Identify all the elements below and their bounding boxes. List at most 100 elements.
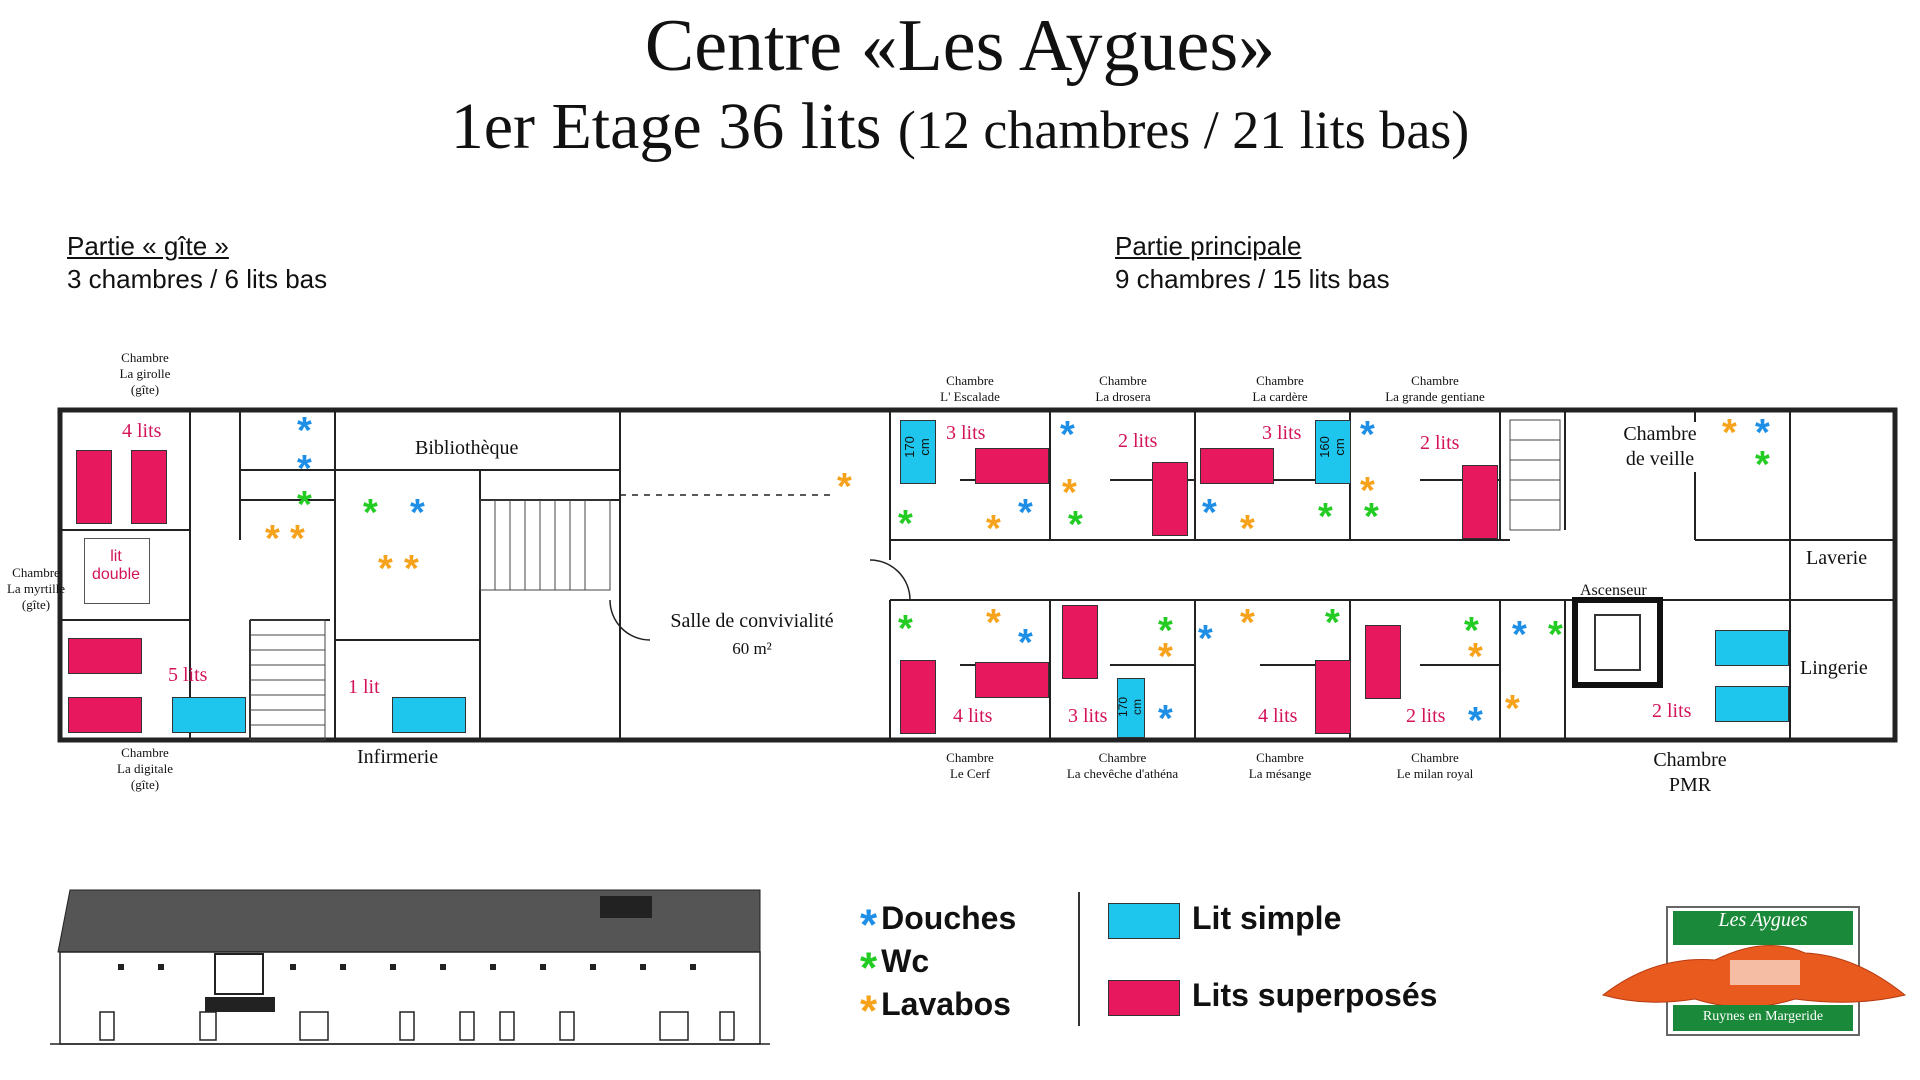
bed-simple-icon <box>1715 686 1789 722</box>
space-lingerie: Lingerie <box>1800 657 1868 679</box>
room-veille-label: Chambre de veille <box>1600 422 1720 472</box>
space-laverie: Laverie <box>1806 547 1868 569</box>
bunk-bed-icon <box>975 448 1049 484</box>
room-cerf-line2: Le Cerf <box>949 766 991 781</box>
bunk-bed-icon <box>1062 605 1098 679</box>
room-digitale-line2: La digitale <box>117 761 173 776</box>
asterisk-icon: * <box>265 518 280 560</box>
room-girolle-line1: Chambre <box>121 350 169 365</box>
bunk-bed-icon <box>900 660 936 734</box>
legend-wc: * Wc <box>860 943 929 993</box>
room-gentiane-line2: La grande gentiane <box>1385 389 1485 404</box>
asterisk-icon: * <box>297 484 312 526</box>
asterisk-icon: * <box>898 503 913 545</box>
asterisk-icon: * <box>1364 496 1379 538</box>
room-escalade-line1: Chambre <box>946 373 994 388</box>
asterisk-icon: * <box>898 608 913 650</box>
room-gentiane-label: Chambre La grande gentiane <box>1375 373 1495 405</box>
logo <box>1601 906 1907 1036</box>
bunk-bed-icon <box>1365 625 1401 699</box>
asterisk-icon: * <box>1198 618 1213 660</box>
room-veille-line2: de veille <box>1625 448 1695 470</box>
room-drosera-label: Chambre La drosera <box>1083 373 1163 405</box>
asterisk-icon: * <box>1158 698 1173 740</box>
space-salle: Salle de convivialité 60 m² <box>662 607 842 663</box>
room-myrtille-line1: Chambre <box>12 565 60 580</box>
room-girolle-label: Chambre La girolle (gîte) <box>105 350 185 398</box>
room-digitale-line1: Chambre <box>121 745 169 760</box>
asterisk-icon: * <box>1512 614 1527 656</box>
room-cardere-line2: La cardère <box>1252 389 1308 404</box>
asterisk-icon: * <box>404 548 419 590</box>
page-subtitle: 1er Etage 36 lits (12 chambres / 21 lits… <box>0 92 1920 161</box>
asterisk-icon: * <box>986 508 1001 550</box>
asterisk-icon: * <box>1018 622 1033 664</box>
room-pmr-line2: PMR <box>1668 774 1712 796</box>
legend-lavabos: * Lavabos <box>860 986 1011 1036</box>
asterisk-icon: * <box>297 410 312 452</box>
room-drosera-line1: Chambre <box>1099 373 1147 388</box>
beds-cardere: 3 lits <box>1262 422 1302 444</box>
asterisk-icon: * <box>1202 492 1217 534</box>
room-mesange-line1: Chambre <box>1256 750 1304 765</box>
asterisk-icon: * <box>1468 636 1483 678</box>
asterisk-icon: * <box>1468 700 1483 742</box>
bed-size-cheveche: 170 cm <box>1116 696 1144 718</box>
room-milan-line1: Chambre <box>1411 750 1459 765</box>
bed-simple-icon <box>1117 678 1145 738</box>
room-girolle-line2: La girolle <box>119 366 171 381</box>
bunk-bed-icon <box>1108 980 1180 1016</box>
legend-divider <box>1078 892 1080 1026</box>
room-myrtille-line3: (gîte) <box>21 597 51 612</box>
asterisk-icon: * <box>290 518 305 560</box>
asterisk-icon: * <box>1755 444 1770 486</box>
legend-lavabos-label: Lavabos <box>881 986 1011 1022</box>
asterisk-icon: * <box>1158 610 1173 652</box>
asterisk-icon: * <box>1325 602 1340 644</box>
asterisk-icon: * <box>1755 412 1770 454</box>
bunk-bed-icon <box>975 662 1049 698</box>
asterisk-icon: * <box>860 900 878 950</box>
bed-simple-icon <box>392 697 466 733</box>
asterisk-icon: * <box>1360 414 1375 456</box>
beds-gentiane: 2 lits <box>1420 432 1460 454</box>
section-gite: Partie « gîte » 3 chambres / 6 lits bas <box>67 230 327 296</box>
space-bibliotheque: Bibliothèque <box>415 437 519 459</box>
beds-milan: 2 lits <box>1406 705 1446 727</box>
bunk-bed-icon <box>1315 660 1351 734</box>
room-cheveche-line1: Chambre <box>1098 750 1147 765</box>
room-cerf-label: Chambre Le Cerf <box>930 750 1010 782</box>
bunk-bed-icon <box>76 450 112 524</box>
asterisk-icon: * <box>1068 504 1083 546</box>
beds-digitale: 5 lits <box>168 664 208 686</box>
asterisk-icon: * <box>297 448 312 490</box>
asterisk-icon: * <box>1360 470 1375 512</box>
logo-place: Ruynes en Margeride <box>1702 1009 1824 1024</box>
section-principale-detail: 9 chambres / 15 lits bas <box>1115 264 1390 294</box>
asterisk-icon: * <box>860 943 878 993</box>
room-digitale-line3: (gîte) <box>130 777 160 792</box>
room-cerf-line1: Chambre <box>946 750 994 765</box>
section-gite-detail: 3 chambres / 6 lits bas <box>67 264 328 294</box>
section-principale: Partie principale 9 chambres / 15 lits b… <box>1115 230 1390 296</box>
elevator <box>1572 597 1663 688</box>
room-digitale-label: Chambre La digitale (gîte) <box>105 745 185 793</box>
room-myrtille-label: Chambre La myrtille (gîte) <box>0 565 72 613</box>
beds-cerf: 4 lits <box>953 705 993 727</box>
beds-drosera: 2 lits <box>1118 430 1158 452</box>
asterisk-icon: * <box>837 466 852 508</box>
room-mesange-line2: La mésange <box>1248 766 1312 781</box>
building-elevation <box>50 889 770 1045</box>
logo-name: Les Aygues <box>1718 909 1808 931</box>
space-infirmerie: Infirmerie <box>357 746 439 768</box>
asterisk-icon: * <box>1464 610 1479 652</box>
room-girolle-line3: (gîte) <box>130 382 160 397</box>
bunk-bed-icon <box>68 638 142 674</box>
beds-infirmerie: 1 lit <box>348 676 380 698</box>
section-principale-name: Partie principale <box>1115 231 1302 261</box>
beds-cheveche: 3 lits <box>1068 705 1108 727</box>
beds-mesange: 4 lits <box>1258 705 1298 727</box>
double-bed-label-1: lit <box>110 548 122 565</box>
staircases <box>249 419 1561 741</box>
room-escalade-line2: L' Escalade <box>940 389 1000 404</box>
